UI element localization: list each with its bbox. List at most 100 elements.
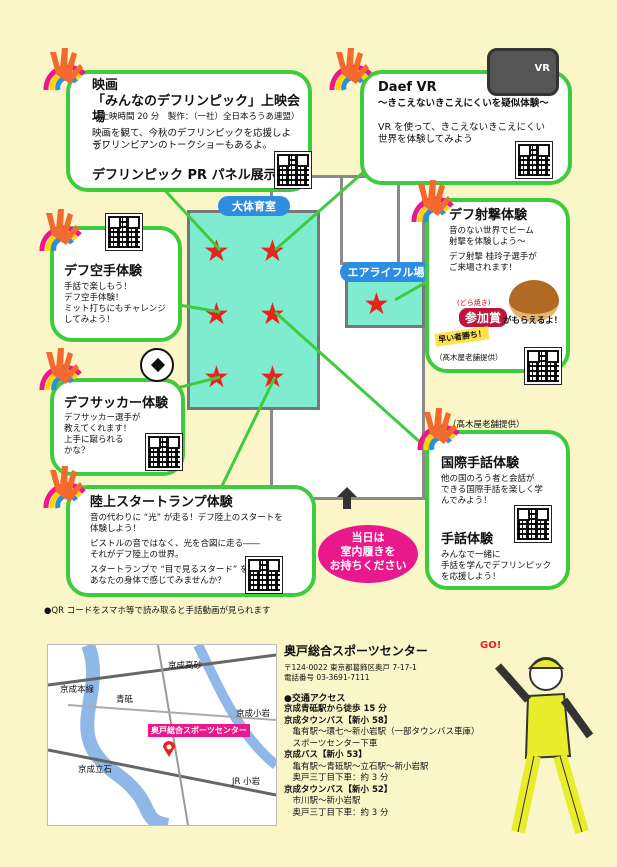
vr-subtitle: ～きこえないきこえにくいを疑似体験～	[378, 98, 549, 109]
shooting-text: 射撃を体験しよう～	[449, 237, 526, 247]
qr-code[interactable]	[145, 433, 183, 471]
soccer-ball-icon	[140, 348, 174, 382]
movie-desc1: 映画を観て、今秋のデフリンピックを応援しよう！	[92, 128, 292, 152]
access-heading: ●交通アクセス	[284, 694, 346, 704]
building-wing	[340, 175, 400, 265]
hand-icon	[43, 466, 86, 509]
signlang-title2: 手話体験	[441, 532, 494, 547]
signlang-text: を応援しよう！	[441, 572, 501, 582]
soccer-card: デフサッカー体験 デフサッカー選手が 教えてくれます！ 上手に蹴られる かな？	[50, 378, 185, 476]
map-label: 京成小岩	[236, 709, 271, 719]
shooting-credit: （髙木屋老舗提供）	[435, 353, 503, 362]
hand-icon	[417, 408, 460, 451]
lamp-text: スタートランプで “目で見るスタード” を	[90, 565, 249, 575]
map-label: 京成本線	[60, 685, 95, 695]
movie-title2: 「みんなのデフリンピック」上映会場	[92, 94, 301, 125]
shooting-card: デフ射撃体験 音のない世界でビーム 射撃を体験しよう～ デフ射撃 桂玲子選手が …	[425, 198, 570, 385]
vr-headset-icon: VR	[487, 48, 559, 96]
access-row: 京成タウンバス【新小 52】	[284, 784, 393, 795]
signlang-text: 他の国のろう者と会話が	[441, 474, 535, 484]
hand-icon	[39, 348, 82, 391]
shooting-title: デフ射撃体験	[449, 208, 528, 223]
access-row: 亀有駅～青砥駅～立石駅～新小岩駅	[284, 761, 429, 772]
movie-card: 映画 「みんなのデフリンピック」上映会場 （上映時間 20 分 製作：（一社）全…	[66, 70, 312, 192]
star-icon: ★	[203, 234, 230, 269]
go-text: GO!	[480, 640, 502, 651]
star-icon: ★	[259, 234, 286, 269]
soccer-text: かな？	[64, 446, 90, 456]
center-name: 奥戸総合スポーツセンター	[284, 644, 428, 658]
qr-code[interactable]	[524, 347, 562, 385]
shooting-text: ご来場されます！	[449, 263, 518, 273]
star-icon: ★	[363, 287, 390, 322]
shooting-text: 音のない世界でビーム	[449, 226, 534, 236]
dorayaki-note: (どら焼き)	[457, 299, 491, 307]
early-badge: 早い者勝ち！	[434, 326, 490, 347]
lamp-text: それがデフ陸上の世界。	[90, 550, 184, 560]
karate-text: 手話で楽しもう！	[64, 282, 132, 292]
star-icon: ★	[203, 297, 230, 332]
notice-line: 室内履きを	[340, 545, 396, 558]
signlang-credit: （髙木屋老舗提供）	[448, 420, 525, 430]
access-row: 京成青砥駅から徒歩 15 分	[284, 704, 387, 714]
rifle-label: エアライフル場	[340, 262, 432, 282]
star-icon: ★	[259, 360, 286, 395]
hand-icon	[329, 48, 372, 91]
movie-desc2: デフリンピアンのトークショーもあるよ。	[92, 140, 273, 151]
movie-note: （上映時間 20 分 製作：（一社）全日本ろうあ連盟）	[92, 112, 300, 122]
lamp-text: ピストルの音ではなく、光を合図に走る――	[90, 539, 261, 549]
karate-card: デフ空手体験 手話で楽しもう！ デフ空手体験！ ミット打ちにもチャレンジ してみ…	[50, 213, 182, 342]
access-row: 奥戸三丁目下車：約 3 分	[284, 807, 389, 818]
shooting-text: デフ射撃 桂玲子選手が	[449, 252, 537, 262]
karate-text: してみよう！	[64, 315, 115, 325]
center-address: 〒124-0022 東京都葛飾区奥戸 7-17-1	[284, 663, 417, 672]
indoor-shoes-notice: 当日は 室内履きを お持ちください	[318, 525, 418, 583]
map-label: JR 小岩	[232, 777, 261, 787]
prize-text: がもらえるよ！	[503, 316, 563, 326]
qr-code[interactable]	[245, 556, 283, 594]
map-label: 京成高砂	[168, 661, 203, 671]
soccer-text: 上手に蹴られる	[64, 435, 124, 445]
signlang-text: できる国際手話を楽しく学	[441, 485, 543, 495]
vr-badge: VR	[534, 63, 550, 74]
vr-title: Daef VR	[378, 80, 437, 95]
vr-desc1: VR を使って、きこえないきこえにくい	[378, 122, 545, 133]
lamp-title: 陸上スタートランプ体験	[90, 495, 233, 510]
notice-line: 当日は	[351, 531, 385, 544]
dorayaki-icon	[509, 280, 559, 322]
soccer-title: デフサッカー体験	[64, 396, 169, 411]
vr-desc2: 世界を体験してみよう	[378, 134, 473, 145]
movie-title1: 映画	[92, 78, 119, 93]
signlang-text: 手話を学んでデフリンピック	[441, 561, 552, 571]
runner-illustration: GO!	[478, 636, 598, 836]
qr-code[interactable]	[105, 213, 143, 251]
area-map[interactable]: 京成高砂 京成本線 青砥 京成小岩 京成立石 JR 小岩 奥戸総合スポーツセンタ…	[47, 644, 277, 826]
lamp-text: あなたの身体で感じてみませんか？	[90, 576, 226, 586]
access-row: 亀有駅～環七～新小岩駅（一部タウンバス車庫）	[284, 727, 480, 737]
panel-title: デフリンピック PR パネル展示	[92, 168, 277, 183]
location-pin-icon	[163, 741, 175, 757]
entrance-arrow-icon	[337, 487, 357, 509]
star-icon: ★	[259, 297, 286, 332]
karate-title: デフ空手体験	[64, 264, 143, 279]
prize-badge: 参加賞	[459, 308, 508, 327]
hand-icon	[39, 209, 82, 252]
soccer-text: 教えてくれます！	[64, 424, 132, 434]
signlang-text: んでみよう！	[441, 496, 492, 506]
qr-code[interactable]	[274, 151, 312, 189]
map-center-label: 奥戸総合スポーツセンター	[148, 724, 250, 737]
access-row: スポーツセンター下車	[284, 738, 378, 749]
gym-label: 大体育室	[218, 196, 290, 216]
qr-code[interactable]	[515, 141, 553, 179]
map-label: 青砥	[116, 695, 134, 705]
signlang-card: 国際手話体験 他の国のろう者と会話が できる国際手話を楽しく学 んでみよう！ 手…	[425, 430, 570, 590]
area-map-roads	[48, 645, 276, 825]
lamp-text: 体験しよう！	[90, 524, 142, 534]
qr-code[interactable]	[514, 505, 552, 543]
lamp-text: 音の代わりに “光” が走る！デフ陸上のスタートを	[90, 513, 283, 523]
qr-note: ●QR コードをスマホ等で読み取ると手話動画が見られます	[44, 606, 271, 616]
notice-line: お持ちください	[329, 559, 407, 572]
hand-icon	[43, 48, 86, 91]
lamp-card: 陸上スタートランプ体験 音の代わりに “光” が走る！デフ陸上のスタートを 体験…	[66, 485, 316, 597]
access-info: 奥戸総合スポーツセンター 〒124-0022 東京都葛飾区奥戸 7-17-1 電…	[284, 642, 524, 819]
